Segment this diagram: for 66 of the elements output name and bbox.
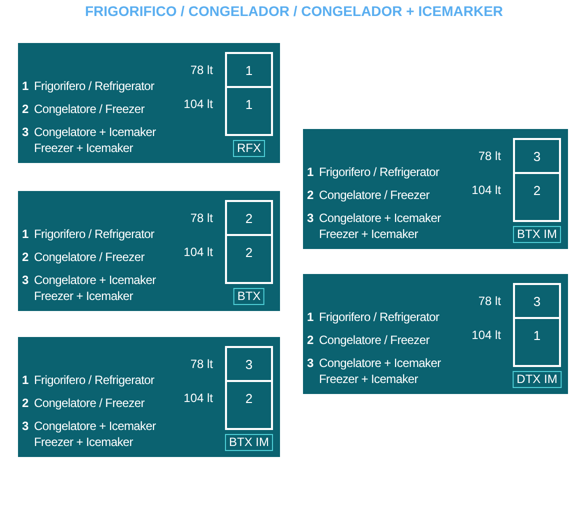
legend-number: 1 [307, 165, 314, 179]
volume-label: 104 lt [470, 328, 501, 342]
model-code-label: BTX IM [225, 434, 273, 451]
legend-number: 2 [307, 333, 314, 347]
volume-label: 104 lt [470, 183, 501, 197]
model-code-label: DTX IM [512, 371, 562, 388]
panel-card [18, 337, 280, 457]
title: FRIGORIFICO / CONGELADOR / CONGELADOR + ICEMARKER [84, 3, 504, 19]
legend-text: Congelatore + Icemaker [319, 356, 441, 370]
legend-text: Frigorifero / Refrigerator [319, 310, 440, 324]
panel-card [303, 129, 568, 249]
legend-text: Congelatore / Freezer [34, 102, 144, 116]
legend-text: Frigorifero / Refrigerator [34, 227, 154, 241]
legend-number: 2 [22, 396, 29, 410]
model-code-label: BTX IM [513, 226, 561, 243]
legend-number: 1 [307, 310, 314, 324]
volume-label: 104 lt [182, 245, 213, 259]
compartment-box: 2 [513, 172, 561, 222]
compartment-box: 3 [513, 138, 561, 174]
panel-card [18, 191, 280, 311]
legend-number: 3 [307, 356, 314, 370]
compartment-box: 3 [513, 283, 561, 319]
volume-label: 78 lt [189, 357, 213, 371]
panel-card [303, 274, 568, 394]
legend-number: 1 [22, 227, 29, 241]
legend-text: Freezer + Icemaker [34, 435, 133, 449]
volume-label: 78 lt [189, 63, 213, 77]
legend-number: 3 [22, 273, 29, 287]
legend-text: Freezer + Icemaker [34, 289, 133, 303]
legend-number: 3 [22, 419, 29, 433]
legend-number: 2 [22, 250, 29, 264]
legend-number: 2 [307, 188, 314, 202]
legend-number: 3 [307, 211, 314, 225]
legend-text: Congelatore / Freezer [34, 250, 144, 264]
legend-number: 1 [22, 79, 29, 93]
legend-text: Congelatore / Freezer [319, 333, 430, 347]
legend-text: Congelatore / Freezer [34, 396, 144, 410]
legend-text: Freezer + Icemaker [319, 227, 418, 241]
compartment-box: 2 [225, 380, 273, 430]
model-code-label: RFX [233, 140, 265, 157]
legend-text: Congelatore + Icemaker [34, 419, 156, 433]
legend-text: Frigorifero / Refrigerator [34, 79, 154, 93]
legend-text: Frigorifero / Refrigerator [34, 373, 154, 387]
legend-text: Freezer + Icemaker [319, 372, 418, 386]
volume-label: 78 lt [477, 149, 501, 163]
panel-card [18, 43, 280, 163]
legend-number: 2 [22, 102, 29, 116]
legend-text: Congelatore + Icemaker [319, 211, 441, 225]
compartment-box: 2 [225, 234, 273, 284]
volume-label: 78 lt [189, 211, 213, 225]
compartment-box: 3 [225, 346, 273, 382]
legend-text: Congelatore / Freezer [319, 188, 430, 202]
compartment-box: 1 [225, 86, 273, 136]
legend-text: Freezer + Icemaker [34, 141, 133, 155]
legend-number: 3 [22, 125, 29, 139]
compartment-box: 1 [513, 317, 561, 367]
legend-text: Congelatore + Icemaker [34, 125, 156, 139]
volume-label: 78 lt [477, 294, 501, 308]
compartment-box: 1 [225, 52, 273, 88]
legend-text: Frigorifero / Refrigerator [319, 165, 440, 179]
compartment-box: 2 [225, 200, 273, 236]
volume-label: 104 lt [182, 97, 213, 111]
model-code-label: BTX [233, 288, 265, 305]
legend-number: 1 [22, 373, 29, 387]
legend-text: Congelatore + Icemaker [34, 273, 156, 287]
volume-label: 104 lt [182, 391, 213, 405]
